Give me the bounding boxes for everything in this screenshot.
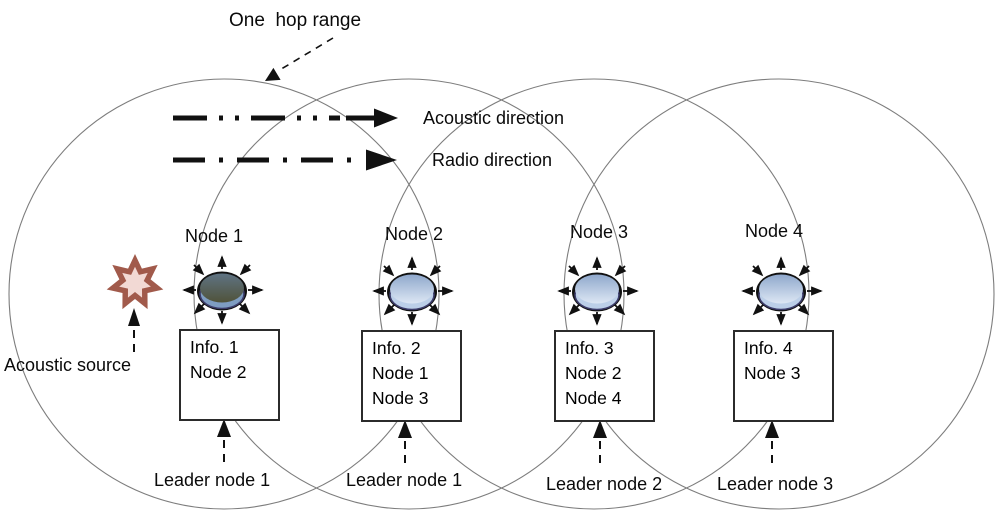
radio-direction-line	[173, 149, 397, 171]
acoustic-source-label: Acoustic source	[4, 355, 132, 375]
info-line: Info. 4	[744, 338, 793, 358]
leader3-pointer-arrow	[593, 420, 607, 466]
leader-pointer-arrows	[217, 419, 779, 466]
info-line: Node 3	[372, 388, 429, 408]
info-line: Info. 2	[372, 338, 421, 358]
info-line: Node 2	[565, 363, 622, 383]
node2-label: Node 2	[385, 224, 444, 244]
leader2-pointer-arrow	[398, 420, 412, 466]
node1-label: Node 1	[185, 226, 244, 246]
leader1-pointer-arrow	[217, 419, 231, 465]
node3-icon	[559, 258, 637, 324]
range-circle-node1	[8, 78, 440, 510]
leader-node1-label: Leader node 1	[154, 470, 271, 490]
range-circle-node4	[563, 78, 995, 510]
info-line: Info. 1	[190, 337, 239, 357]
radio-direction-label: Radio direction	[432, 150, 553, 170]
one-hop-range-label: One hop range	[229, 10, 362, 31]
leader4-pointer-arrow	[765, 420, 779, 466]
info-line: Info. 3	[565, 338, 614, 358]
one-hop-range-circles	[8, 78, 995, 510]
acoustic-source-icon	[106, 254, 164, 310]
node3-label: Node 3	[570, 222, 629, 242]
info-line: Node 1	[372, 363, 429, 383]
node1-icon	[184, 257, 262, 323]
node4-icon	[743, 258, 821, 324]
leader-node3-label: Leader node 2	[546, 474, 663, 494]
info-box-node3: Info. 3 Node 2 Node 4	[554, 330, 655, 422]
info-line: Node 2	[190, 362, 247, 382]
info-line: Node 3	[744, 363, 801, 383]
leader-node2-label: Leader node 1	[346, 470, 463, 490]
range-circle-node3	[378, 78, 810, 510]
range-circle-node2	[193, 78, 625, 510]
leader-node4-label: Leader node 3	[717, 474, 834, 494]
info-box-node1: Info. 1 Node 2	[179, 329, 280, 421]
one-hop-range-callout-arrow	[265, 37, 334, 81]
node4-label: Node 4	[745, 221, 804, 241]
info-box-node4: Info. 4 Node 3	[733, 330, 834, 422]
acoustic-direction-label: Acoustic direction	[423, 108, 565, 128]
node2-icon	[374, 258, 452, 324]
info-box-node2: Info. 2 Node 1 Node 3	[361, 330, 462, 422]
acoustic-direction-line	[173, 108, 398, 128]
acoustic-source-pointer-arrow	[128, 308, 140, 352]
info-line: Node 4	[565, 388, 622, 408]
